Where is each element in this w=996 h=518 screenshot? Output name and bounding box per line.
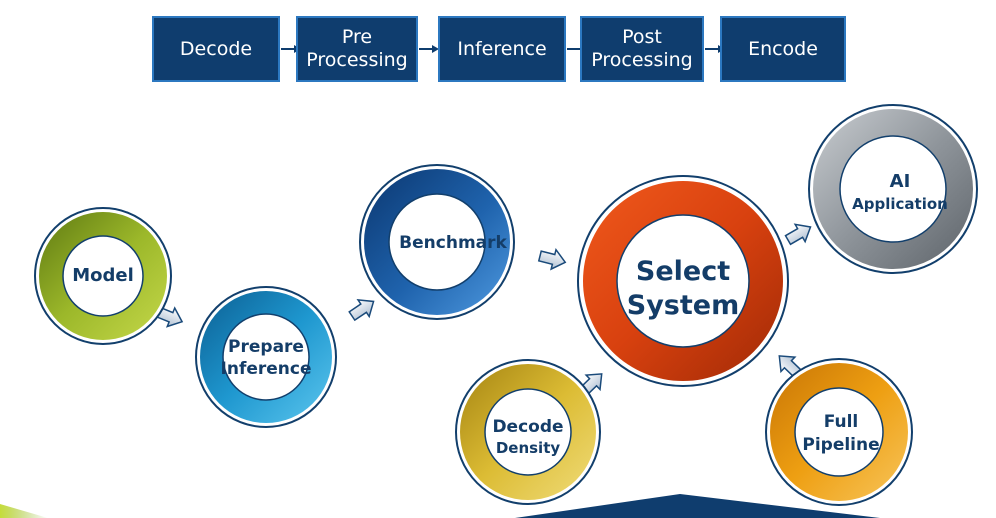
decode-density-label-line1: Decode — [492, 417, 564, 437]
prepare-inference-label: Prepare Inference — [221, 330, 312, 386]
pipeline-step-decode: Decode — [152, 16, 280, 82]
ai-application-circle — [808, 104, 978, 274]
pipeline-step-label: Pre — [341, 26, 373, 48]
benchmark-circle — [359, 164, 515, 320]
pipeline-step-label: Post — [622, 26, 662, 48]
pipeline-step-label: Processing — [591, 49, 693, 71]
decode-density-label-line2: Density — [495, 439, 561, 457]
prepare-inference-label-line2: Inference — [220, 359, 312, 379]
select-system-circle — [577, 175, 789, 387]
select-system-label: Select System — [623, 251, 743, 327]
pipeline-step-label: Decode — [179, 37, 253, 60]
arrow-model-to-prepare — [155, 306, 184, 328]
pipeline-step-label: Encode — [748, 37, 818, 60]
full-pipeline-label-line2: Pipeline — [802, 435, 880, 455]
ai-application-label-line1: AI — [889, 171, 911, 192]
select-system-label-line1: Select — [635, 256, 731, 287]
decode-density-label: Decode Density — [490, 414, 566, 462]
pipeline-step-label: Inference — [457, 37, 547, 60]
benchmark-label-line1: Benchmark — [399, 233, 507, 253]
pipeline-step-encode: Encode — [720, 16, 846, 82]
pipeline-step-post-processing: Post Processing — [580, 16, 704, 82]
model-label-line1: Model — [72, 265, 134, 286]
benchmark-label: Benchmark — [397, 228, 509, 258]
full-pipeline-label: Full Pipeline — [801, 408, 881, 460]
full-pipeline-label-line1: Full — [823, 412, 859, 432]
prepare-inference-circle — [195, 286, 337, 428]
decorative-stripe — [0, 504, 48, 518]
full-pipeline-circle — [765, 358, 913, 506]
select-system-label-line2: System — [626, 290, 740, 321]
arrow-prepare-to-benchmark — [348, 298, 375, 322]
pipeline-step-pre-processing: Pre Processing — [296, 16, 418, 82]
ai-application-label: AI Application — [848, 170, 952, 216]
pipeline-step-label: Processing — [306, 49, 408, 71]
decorative-base — [515, 494, 880, 518]
ai-application-label-line2: Application — [852, 195, 948, 213]
decode-density-circle — [455, 359, 601, 505]
model-label: Model — [63, 256, 143, 296]
model-circle — [34, 207, 172, 345]
pipeline-step-inference: Inference — [438, 16, 566, 82]
prepare-inference-label-line1: Prepare — [228, 337, 304, 357]
arrow-select-to-ai — [784, 223, 812, 246]
arrow-benchmark-to-select — [537, 247, 567, 271]
pipeline-arrow — [419, 45, 439, 53]
